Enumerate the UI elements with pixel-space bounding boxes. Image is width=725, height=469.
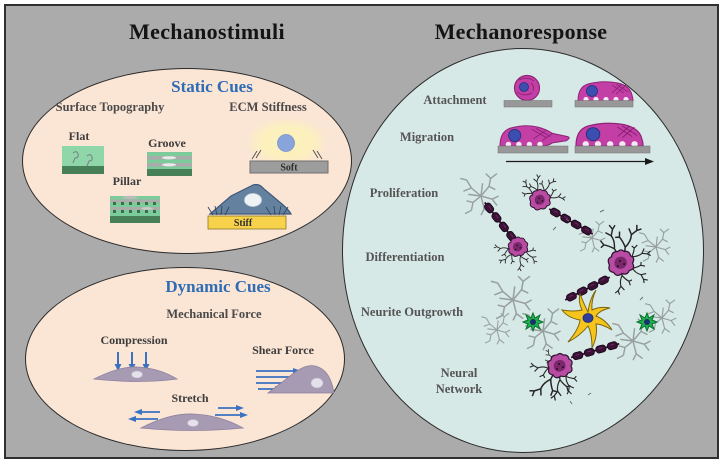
attachment-label: Attachment	[423, 93, 487, 107]
groove-label: Groove	[148, 136, 186, 150]
mechanoresponse-title: Mechanoresponse	[434, 19, 608, 44]
neural-network-line2: Network	[435, 381, 483, 396]
mechanical-force-label: Mechanical Force	[166, 307, 262, 321]
neural-network-label: Neural Network	[409, 366, 509, 397]
pillar-label: Pillar	[112, 174, 142, 188]
compression-label: Compression	[100, 333, 168, 347]
mechanostimuli-title: Mechanostimuli	[129, 19, 285, 44]
neural-network-line1: Neural	[440, 366, 478, 380]
ecm-stiffness-label: ECM Stiffness	[229, 100, 307, 114]
differentiation-label: Differentiation	[365, 250, 445, 264]
flat-label: Flat	[68, 129, 90, 143]
surface-topography-label: Surface Topography	[55, 100, 165, 114]
stretch-label: Stretch	[171, 391, 209, 405]
static-cues-title: Static Cues	[171, 77, 253, 96]
dynamic-cues-title: Dynamic Cues	[165, 277, 271, 296]
neurite-outgrowth-label: Neurite Outgrowth	[360, 305, 464, 319]
shear-force-label: Shear Force	[252, 343, 314, 357]
migration-label: Migration	[399, 130, 455, 144]
proliferation-label: Proliferation	[369, 186, 439, 200]
